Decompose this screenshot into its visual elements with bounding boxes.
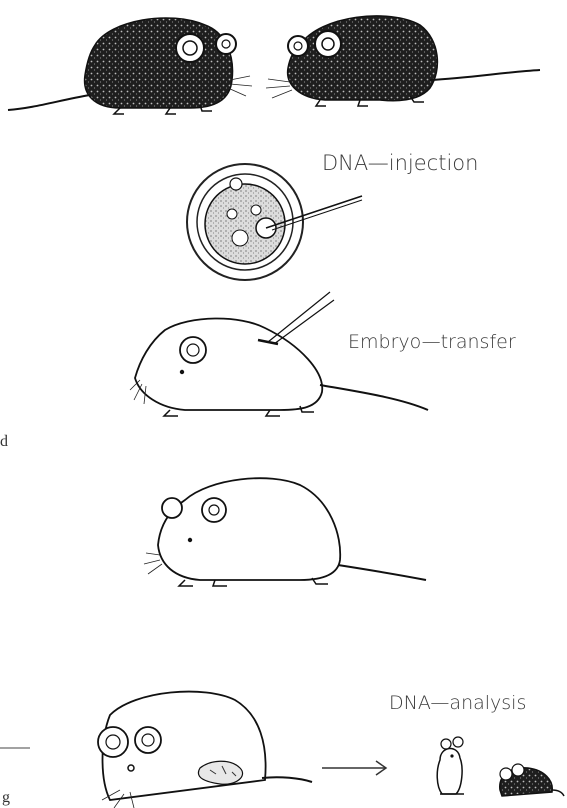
label-dna-injection: DNA—injection xyxy=(322,151,478,175)
label-embryo-transfer: Embryo—transfer xyxy=(348,331,516,353)
offspring-pup-standing xyxy=(437,737,464,794)
donor-mouse-left xyxy=(8,18,252,114)
offspring-pup-speckled xyxy=(500,764,564,796)
label-dna-analysis: DNA—analysis xyxy=(389,692,526,714)
donor-mouse-right xyxy=(266,16,540,106)
margin-fragment-bottom: g xyxy=(2,789,10,806)
margin-fragment-top: d xyxy=(0,433,8,450)
mother-mouse-with-pups xyxy=(98,692,312,808)
foster-mouse xyxy=(144,478,426,586)
fertilized-egg-injection xyxy=(187,164,362,280)
recipient-mouse-transfer xyxy=(130,292,428,416)
arrow-to-analysis xyxy=(322,761,386,775)
